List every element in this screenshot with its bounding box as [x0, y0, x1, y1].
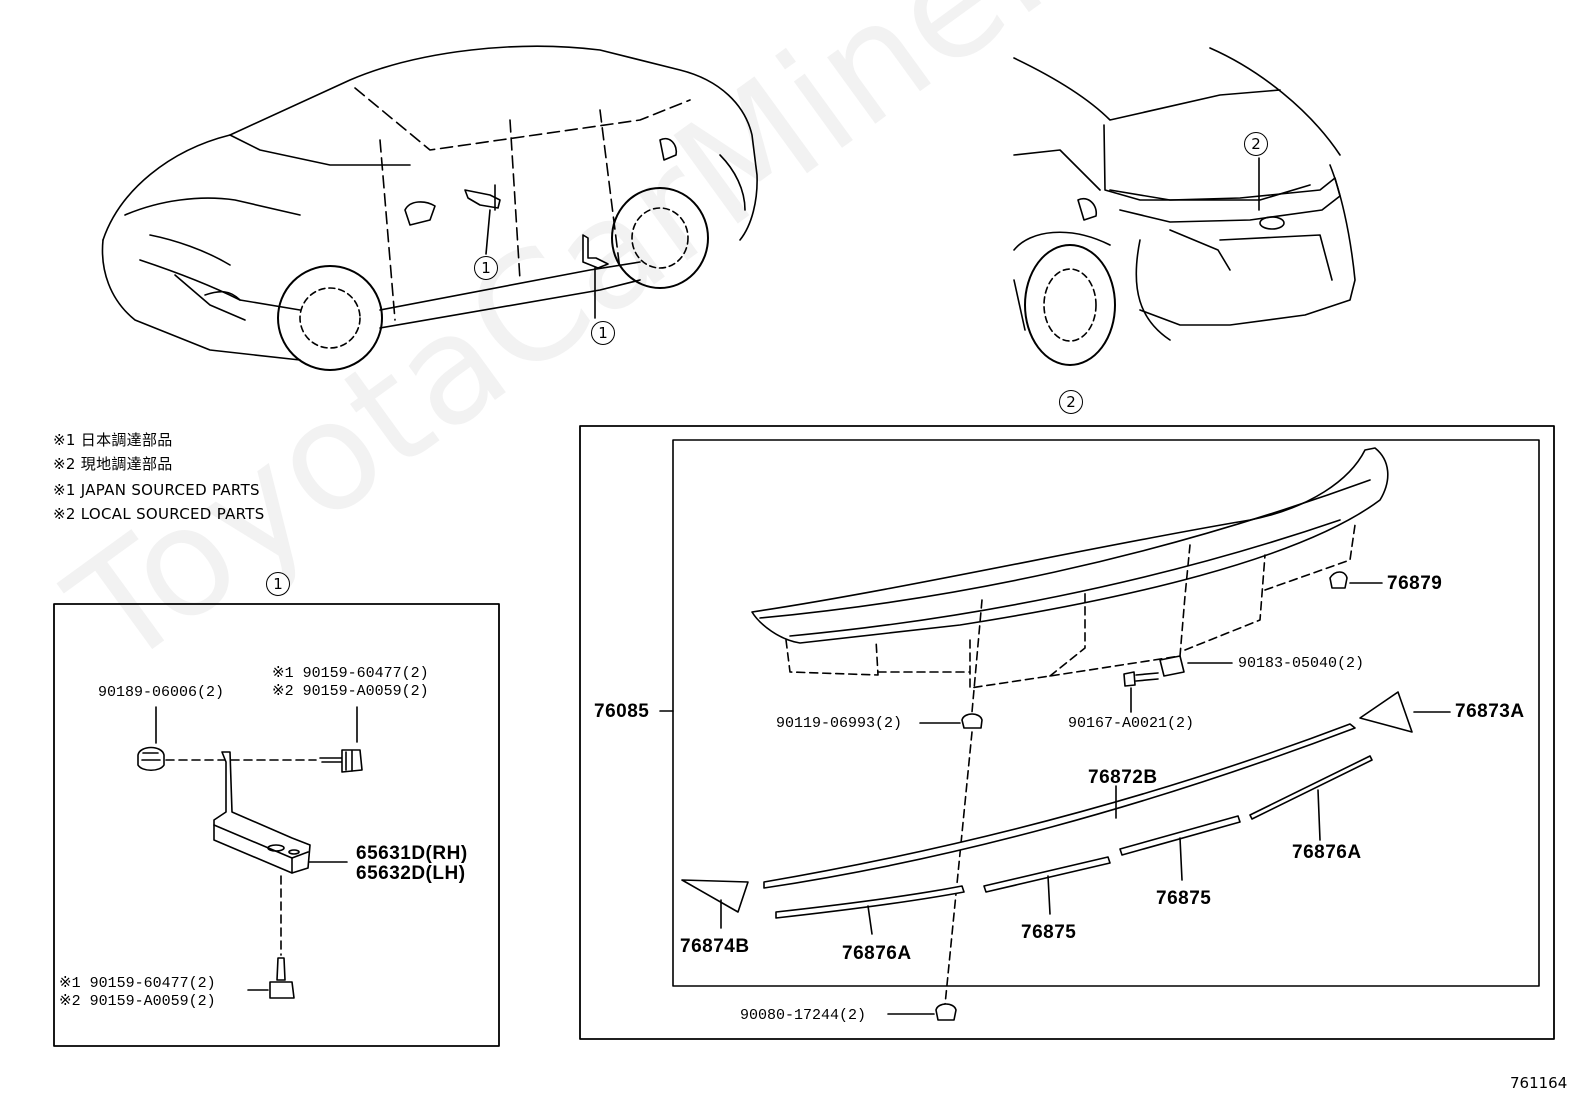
label-90159-A0059-bottom: ※2 90159-A0059(2)	[59, 993, 216, 1010]
label-76872B: 76872B	[1088, 767, 1158, 788]
label-90159-60477-top: ※1 90159-60477(2)	[272, 665, 429, 682]
callout-1-panel: 1	[266, 572, 290, 596]
panel2-parts	[659, 447, 1451, 1021]
label-76875-middle: 76875	[1021, 922, 1077, 943]
callout-2-panel: 2	[1059, 390, 1083, 414]
legend-jp2: ※2 現地調達部品	[53, 455, 173, 473]
legend-en1: ※1 JAPAN SOURCED PARTS	[53, 481, 260, 499]
diagram-id: 761164	[1510, 1074, 1568, 1092]
rear-car-drawing	[1013, 47, 1356, 366]
label-65631D: 65631D(RH)	[356, 843, 468, 864]
legend-jp1: ※1 日本調達部品	[53, 431, 173, 449]
panel1-parts	[137, 706, 363, 999]
label-76874B: 76874B	[680, 936, 750, 957]
label-90119-06993: 90119-06993(2)	[776, 715, 903, 732]
label-76876A-left: 76876A	[842, 943, 912, 964]
label-76873A: 76873A	[1455, 701, 1525, 722]
callout-1-door: 1	[474, 256, 498, 280]
label-90080-17244: 90080-17244(2)	[740, 1007, 867, 1024]
legend-en2: ※2 LOCAL SOURCED PARTS	[53, 505, 265, 523]
label-90189-06006: 90189-06006(2)	[98, 684, 225, 701]
label-76875-right: 76875	[1156, 888, 1212, 909]
label-76876A-right: 76876A	[1292, 842, 1362, 863]
label-90167-A0021: 90167-A0021(2)	[1068, 715, 1195, 732]
label-76879: 76879	[1387, 573, 1443, 594]
callout-2-rear: 2	[1244, 132, 1268, 156]
label-65632D: 65632D(LH)	[356, 863, 466, 884]
callout-1-rocker: 1	[591, 321, 615, 345]
label-90183-05040: 90183-05040(2)	[1238, 655, 1365, 672]
label-90159-60477-bottom: ※1 90159-60477(2)	[59, 975, 216, 992]
label-76085: 76085	[594, 701, 650, 722]
label-90159-A0059-top: ※2 90159-A0059(2)	[272, 683, 429, 700]
front-car-drawing	[101, 45, 758, 371]
